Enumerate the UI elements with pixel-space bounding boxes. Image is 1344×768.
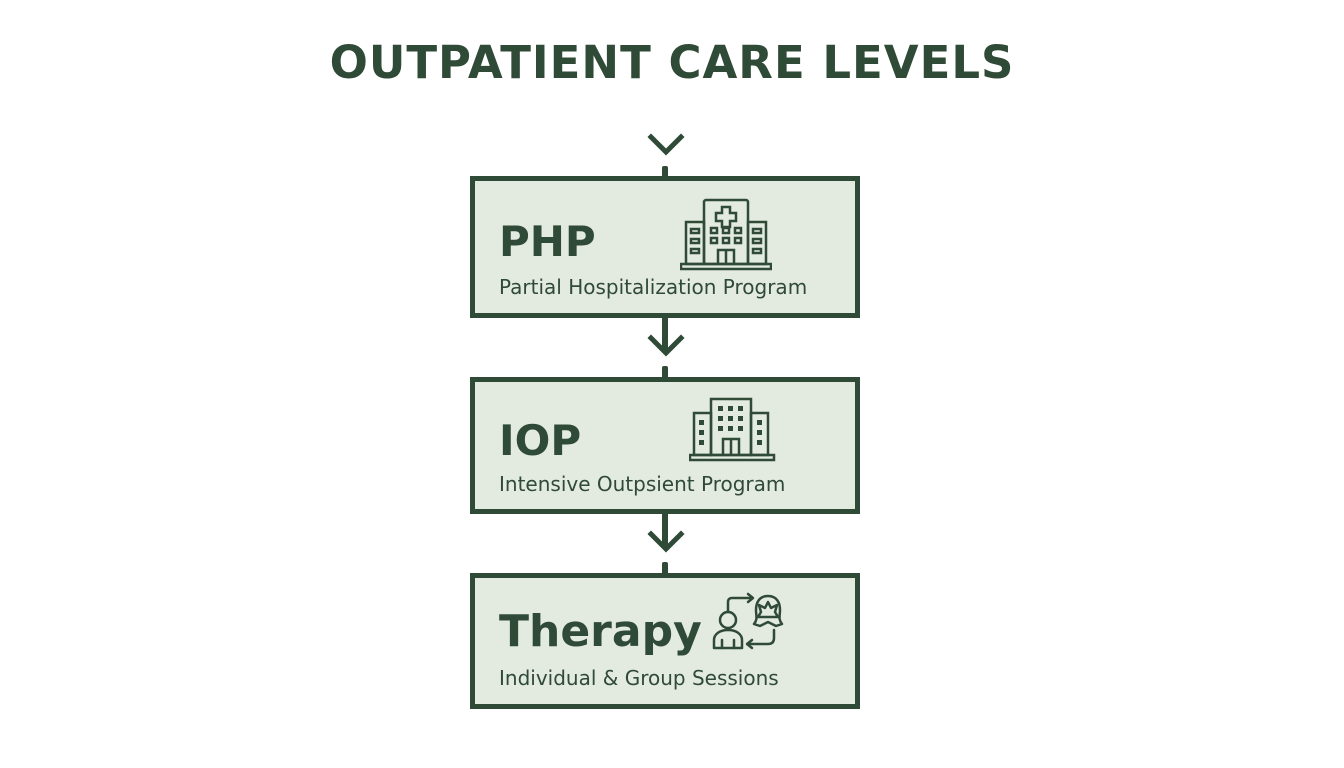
arrow-down-icon [647, 530, 685, 553]
level-full-name: Individual & Group Sessions [499, 666, 779, 690]
connector-stem [662, 166, 668, 180]
level-abbr: Therapy [499, 606, 702, 657]
connector-stem [662, 366, 668, 380]
arrow-down-icon [647, 334, 685, 357]
page-title: OUTPATIENT CARE LEVELS [329, 36, 1015, 89]
therapy-session-icon [712, 592, 784, 650]
level-full-name: Intensive Outpsient Program [499, 472, 786, 496]
level-box-therapy: Therapy Individual & Group Sessions [470, 573, 860, 709]
connector-stem [662, 313, 668, 353]
connector-stem [662, 562, 668, 576]
office-building-icon [689, 397, 776, 462]
level-abbr: PHP [499, 217, 596, 266]
hospital-icon [680, 198, 772, 271]
level-box-iop: IOP Intensive Outpsient Program [470, 377, 860, 514]
level-full-name: Partial Hospitalization Program [499, 275, 808, 299]
connector-stem [662, 509, 668, 549]
chevron-down-icon [647, 133, 685, 156]
level-abbr: IOP [499, 416, 582, 465]
level-box-php: PHP Partial Hospitalization Program [470, 176, 860, 318]
